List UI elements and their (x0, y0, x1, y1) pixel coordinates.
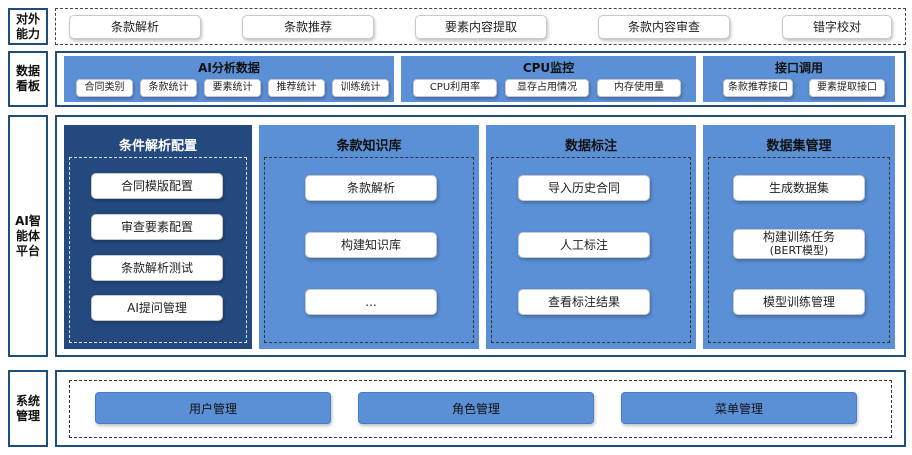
dashboard-group-title: CPU监控 (522, 61, 575, 75)
ext-item-clause-parse[interactable]: 条款解析 (69, 15, 201, 39)
panel-inner-area (69, 157, 247, 343)
panel-inner-area (264, 157, 474, 343)
ext-item-typo-check[interactable]: 错字校对 (782, 15, 892, 39)
item-view-annotation-result[interactable]: 查看标注结果 (518, 289, 650, 315)
panel-inner-area (708, 157, 890, 343)
panel-inner-area (491, 157, 691, 343)
dash-item-gpu-memory[interactable]: 显存占用情况 (505, 79, 589, 97)
ext-item-clause-recommend[interactable]: 条款推荐 (242, 15, 374, 39)
item-review-element-config[interactable]: 审查要素配置 (91, 214, 223, 240)
training-task-model: (BERT模型) (769, 244, 829, 257)
platform-panel-data-annotation: 数据标注 导入历史合同 人工标注 查看标注结果 (486, 125, 696, 349)
dash-item-cpu-usage[interactable]: CPU利用率 (413, 79, 497, 97)
dash-item-recommend-api[interactable]: 条款推荐接口 (723, 79, 793, 97)
item-clause-parse[interactable]: 条款解析 (305, 175, 437, 201)
dash-item-element-stats[interactable]: 要素统计 (204, 79, 261, 97)
dash-item-clause-stats[interactable]: 条款统计 (140, 79, 197, 97)
ext-item-element-extract[interactable]: 要素内容提取 (415, 15, 547, 39)
panel-title: 数据标注 (564, 139, 617, 154)
system-inner-area (69, 380, 892, 438)
dashboard-group-ai-analysis: AI分析数据 合同类别 条款统计 要素统计 推荐统计 训练统计 (64, 56, 394, 102)
item-build-knowledge-base[interactable]: 构建知识库 (305, 232, 437, 258)
external-capabilities-row: 条款解析 条款推荐 要素内容提取 条款内容审查 错字校对 (55, 8, 906, 45)
ext-item-clause-review[interactable]: 条款内容审查 (598, 15, 730, 39)
dash-item-recommend-stats[interactable]: 推荐统计 (268, 79, 325, 97)
item-generate-dataset[interactable]: 生成数据集 (733, 175, 865, 201)
layer-label-dashboard: 数据看板 (8, 51, 48, 107)
dashboard-group-api-calls: 接口调用 条款推荐接口 要素提取接口 (703, 56, 895, 102)
item-manual-annotation[interactable]: 人工标注 (518, 232, 650, 258)
layer-label-external: 对外能力 (8, 8, 48, 45)
dashboard-group-title: 接口调用 (774, 61, 823, 75)
training-task-label: 构建训练任务 (762, 230, 835, 244)
layer-label-system: 系统管理 (8, 370, 48, 447)
platform-row: 条件解析配置 合同模版配置 审查要素配置 条款解析测试 AI提问管理 条款知识库… (55, 115, 906, 357)
user-manage-button[interactable]: 用户管理 (95, 392, 331, 424)
item-more[interactable]: ... (305, 289, 437, 315)
dash-item-extract-api[interactable]: 要素提取接口 (809, 79, 885, 97)
platform-panel-knowledge-base: 条款知识库 条款解析 构建知识库 ... (259, 125, 479, 349)
item-model-training-manage[interactable]: 模型训练管理 (733, 289, 865, 315)
dash-item-training-stats[interactable]: 训练统计 (332, 79, 389, 97)
dash-item-contract-category[interactable]: 合同类别 (76, 79, 133, 97)
panel-title: 数据集管理 (766, 139, 832, 154)
item-clause-parse-test[interactable]: 条款解析测试 (91, 255, 223, 281)
item-contract-template-config[interactable]: 合同模版配置 (91, 173, 223, 199)
panel-title: 条件解析配置 (118, 139, 197, 154)
item-import-history-contract[interactable]: 导入历史合同 (518, 175, 650, 201)
platform-panel-dataset-manage: 数据集管理 生成数据集 构建训练任务 (BERT模型) 模型训练管理 (703, 125, 895, 349)
platform-panel-parse-config: 条件解析配置 合同模版配置 审查要素配置 条款解析测试 AI提问管理 (64, 125, 252, 349)
item-build-training-task[interactable]: 构建训练任务 (BERT模型) (733, 229, 865, 259)
item-ai-question-manage[interactable]: AI提问管理 (91, 295, 223, 321)
panel-title: 条款知识库 (336, 139, 402, 154)
dashboard-row: AI分析数据 合同类别 条款统计 要素统计 推荐统计 训练统计 CPU监控 CP… (55, 51, 906, 107)
layer-label-platform: AI智能体平台 (8, 115, 48, 357)
dashboard-group-title: AI分析数据 (198, 61, 260, 75)
menu-manage-button[interactable]: 菜单管理 (621, 392, 857, 424)
dashboard-group-cpu-monitor: CPU监控 CPU利用率 显存占用情况 内存使用量 (401, 56, 696, 102)
dash-item-memory-usage[interactable]: 内存使用量 (597, 79, 681, 97)
role-manage-button[interactable]: 角色管理 (358, 392, 594, 424)
